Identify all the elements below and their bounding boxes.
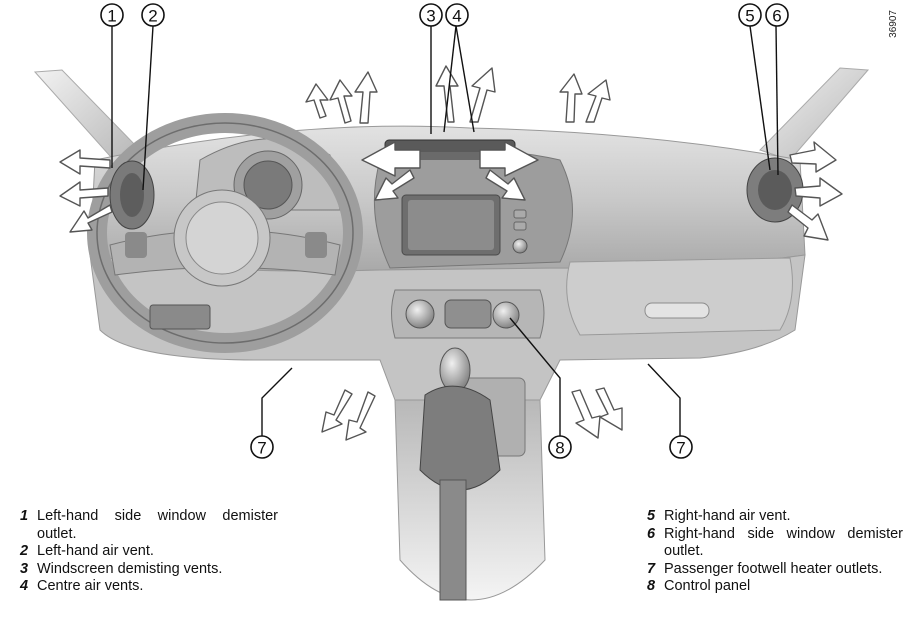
airflow-arrow <box>69 204 113 233</box>
legend-number: 6 <box>647 525 656 542</box>
legend-item: 8 Control panel <box>647 578 903 596</box>
callout-3: 3 <box>426 7 435 26</box>
legend-item: 7 Passenger footwell heater outlets. <box>647 561 903 579</box>
callout-2: 2 <box>148 7 157 26</box>
callout-4: 4 <box>452 7 461 26</box>
callout-6: 6 <box>772 7 781 26</box>
airflow-arrow <box>479 141 539 177</box>
leader-line-5 <box>749 25 771 171</box>
legend-number: 4 <box>20 578 29 595</box>
legend-text: Centre air vents. <box>37 578 144 595</box>
callout-circle-2 <box>141 3 165 27</box>
airflow-arrow <box>559 73 583 123</box>
legend-number: 1 <box>20 508 29 524</box>
legend-item: 5 Right-hand air vent. <box>647 508 903 526</box>
callout-5: 5 <box>745 7 754 26</box>
airflow-arrow <box>329 79 353 124</box>
legend-left: 1 Left-hand side window demister outlet.… <box>20 508 278 596</box>
callout-circle-5 <box>738 3 762 27</box>
legend-item: 2 Left-hand air vent. <box>20 543 278 561</box>
callout-8: 8 <box>555 439 564 458</box>
airflow-arrow <box>787 204 829 241</box>
airflow-arrow <box>305 83 329 119</box>
callout-circle-7-left <box>250 435 274 459</box>
gear-knob <box>439 347 471 393</box>
callout-circle-6 <box>765 3 789 27</box>
legend-text: Left-hand side window demister outlet. <box>37 508 278 542</box>
right-pillar <box>759 67 870 161</box>
left-pillar <box>33 69 141 166</box>
legend-text: Control panel <box>664 578 751 595</box>
legend-item: 1 Left-hand side window demister outlet. <box>20 508 278 543</box>
airflow-arrow <box>374 169 415 201</box>
airflow-arrow <box>789 141 837 173</box>
legend-item: 3 Windscreen demisting vents. <box>20 561 278 579</box>
leader-line-6 <box>775 25 779 176</box>
callout-circle-1 <box>100 3 124 27</box>
legend-text: Windscreen demisting vents. <box>37 560 223 577</box>
leader-line-2 <box>142 25 154 191</box>
legend-right: 5 Right-hand air vent. 6 Right-hand side… <box>647 508 903 596</box>
legend-item: 6 Right-hand side window demister outlet… <box>647 526 903 561</box>
callout-circle-7-right <box>669 435 693 459</box>
airflow-arrow <box>794 177 843 207</box>
airflow-arrow <box>59 149 111 175</box>
airflow-arrow <box>361 141 421 177</box>
leader-line-8 <box>509 317 561 436</box>
figure-id: 36907 <box>888 10 899 38</box>
screen-knob <box>512 238 528 254</box>
legend-number: 2 <box>20 543 29 560</box>
legend-number: 3 <box>20 560 29 577</box>
gear-boot <box>419 385 501 491</box>
leader-line-7-right <box>647 363 681 436</box>
leader-line-4a <box>443 25 457 133</box>
legend-text: Left-hand air vent. <box>37 543 154 560</box>
airflow-arrow <box>485 169 526 201</box>
airflow-arrow <box>585 79 611 123</box>
airflow-arrow <box>59 181 109 207</box>
glovebox <box>566 257 793 336</box>
legend-number: 5 <box>647 508 656 524</box>
legend-number: 7 <box>647 560 656 577</box>
legend-number: 8 <box>647 578 656 595</box>
glovebox-handle <box>644 302 710 319</box>
legend-item: 4 Centre air vents. <box>20 578 278 596</box>
airflow-arrow <box>354 71 378 124</box>
callout-circle-3 <box>419 3 443 27</box>
callout-1: 1 <box>107 7 116 26</box>
leader-lines <box>111 25 779 436</box>
leader-line-4b <box>455 25 475 133</box>
callout-7-left: 7 <box>257 439 266 458</box>
airflow-arrow <box>321 389 353 433</box>
airflow-arrow <box>571 389 601 439</box>
legend-text: Right-hand side window demister outlet. <box>664 525 903 560</box>
callout-circle-4 <box>445 3 469 27</box>
airflow-arrow <box>345 391 376 441</box>
airflow-arrows <box>59 65 843 441</box>
callout-circle-8 <box>548 435 572 459</box>
legend-text: Right-hand air vent. <box>664 508 791 524</box>
airflow-arrow <box>435 65 459 123</box>
legend-text: Passenger footwell heater outlets. <box>664 560 883 577</box>
leader-line-7-left <box>261 367 293 436</box>
callouts <box>100 3 789 459</box>
airflow-arrow <box>595 387 623 431</box>
airflow-arrow <box>469 67 496 123</box>
callout-7-right: 7 <box>676 439 685 458</box>
